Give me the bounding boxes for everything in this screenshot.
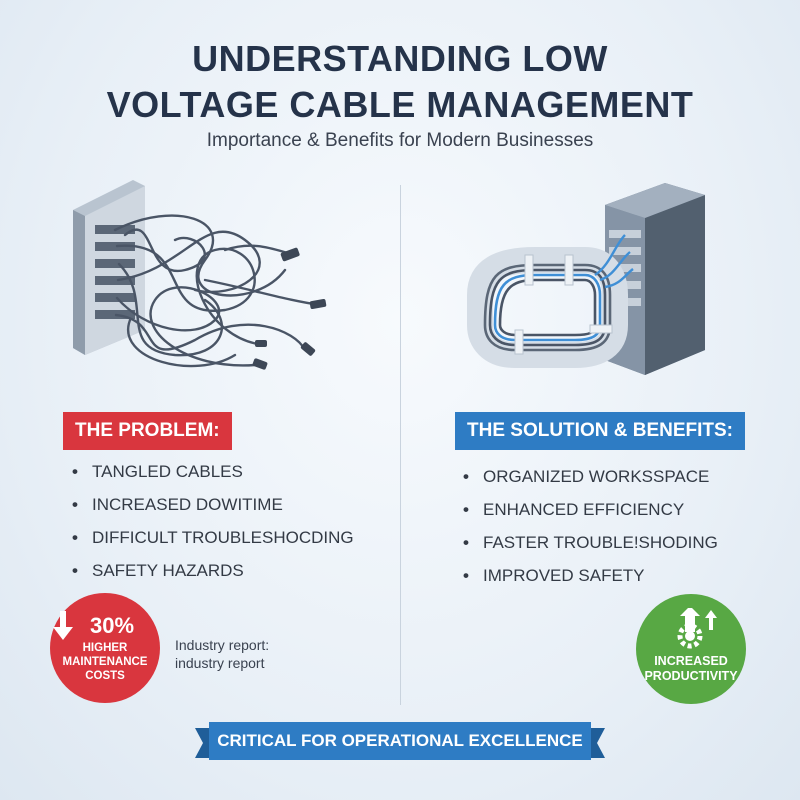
bullet: • <box>72 462 78 481</box>
organized-cables-illustration <box>467 183 705 375</box>
list-item-text: SAFETY HAZARDS <box>92 561 244 580</box>
list-item-text: INCREASED DOWITIME <box>92 495 283 514</box>
bullet: • <box>72 561 78 580</box>
footer-ribbon: CRITICAL FOR OPERATIONAL EXCELLENCE <box>195 718 605 764</box>
list-item: • DIFFICULT TROUBLESHOCDING <box>72 524 354 556</box>
problem-list: • TANGLED CABLES • INCREASED DOWITIME • DIF… <box>72 458 354 590</box>
list-item: • ENHANCED EFFICIENCY <box>463 496 718 528</box>
productivity-label: INCREASED PRODUCTIVITY <box>644 654 738 683</box>
list-item-text: IMPROVED SAFETY <box>483 566 645 585</box>
list-item-text: FASTER TROUBLE!SHODING <box>483 533 718 552</box>
arrow-down-icon <box>53 611 73 640</box>
problem-badge: THE PROBLEM: <box>63 412 232 450</box>
bullet: • <box>463 533 469 552</box>
list-item: • SAFETY HAZARDS <box>72 557 354 589</box>
list-item: • FASTER TROUBLE!SHODING <box>463 529 718 561</box>
list-item-text: DIFFICULT TROUBLESHOCDING <box>92 528 354 547</box>
title-line-2: VOLTAGE CABLE MANAGEMENT <box>106 84 694 125</box>
solution-badge: THE SOLUTION & BENEFITS: <box>455 412 745 450</box>
stat-value: 30% <box>89 613 135 638</box>
list-item-text: ORGANIZED WORKSSPACE <box>483 467 710 486</box>
center-divider <box>400 185 401 705</box>
stat-label: HIGHER MAINTENANCE COSTS <box>62 642 148 682</box>
source-note: Industry report: industry report <box>175 636 269 672</box>
list-item: • ORGANIZED WORKSSPACE <box>463 463 718 495</box>
productivity-badge: INCREASED PRODUCTIVITY <box>636 594 746 704</box>
maintenance-cost-stat: 30% HIGHER MAINTENANCE COSTS <box>50 593 160 703</box>
page-subtitle: Importance & Benefits for Modern Busines… <box>206 130 594 151</box>
solution-list: • ORGANIZED WORKSSPACE • ENHANCED EFFICIEN… <box>463 463 718 595</box>
list-item-text: ENHANCED EFFICIENCY <box>483 500 685 519</box>
list-item: • IMPROVED SAFETY <box>463 562 718 594</box>
gear-up-arrow-icon <box>677 608 717 649</box>
title-line-1: UNDERSTANDING LOW <box>192 38 608 79</box>
bullet: • <box>463 566 469 585</box>
bullet: • <box>72 495 78 514</box>
source-line-2: industry report <box>175 655 265 671</box>
page-title: UNDERSTANDING LOW VOLTAGE CABLE MANAGEME… <box>0 36 800 128</box>
tangled-cables-illustration <box>73 180 327 370</box>
bullet: • <box>72 528 78 547</box>
ribbon-shape <box>195 722 605 760</box>
source-line-1: Industry report: <box>175 637 270 653</box>
list-item: • TANGLED CABLES <box>72 458 354 490</box>
ribbon-text: CRITICAL FOR OPERATIONAL EXCELLENCE <box>217 731 583 750</box>
list-item: • INCREASED DOWITIME <box>72 491 354 523</box>
bullet: • <box>463 500 469 519</box>
list-item-text: TANGLED CABLES <box>92 462 243 481</box>
bullet: • <box>463 467 469 486</box>
